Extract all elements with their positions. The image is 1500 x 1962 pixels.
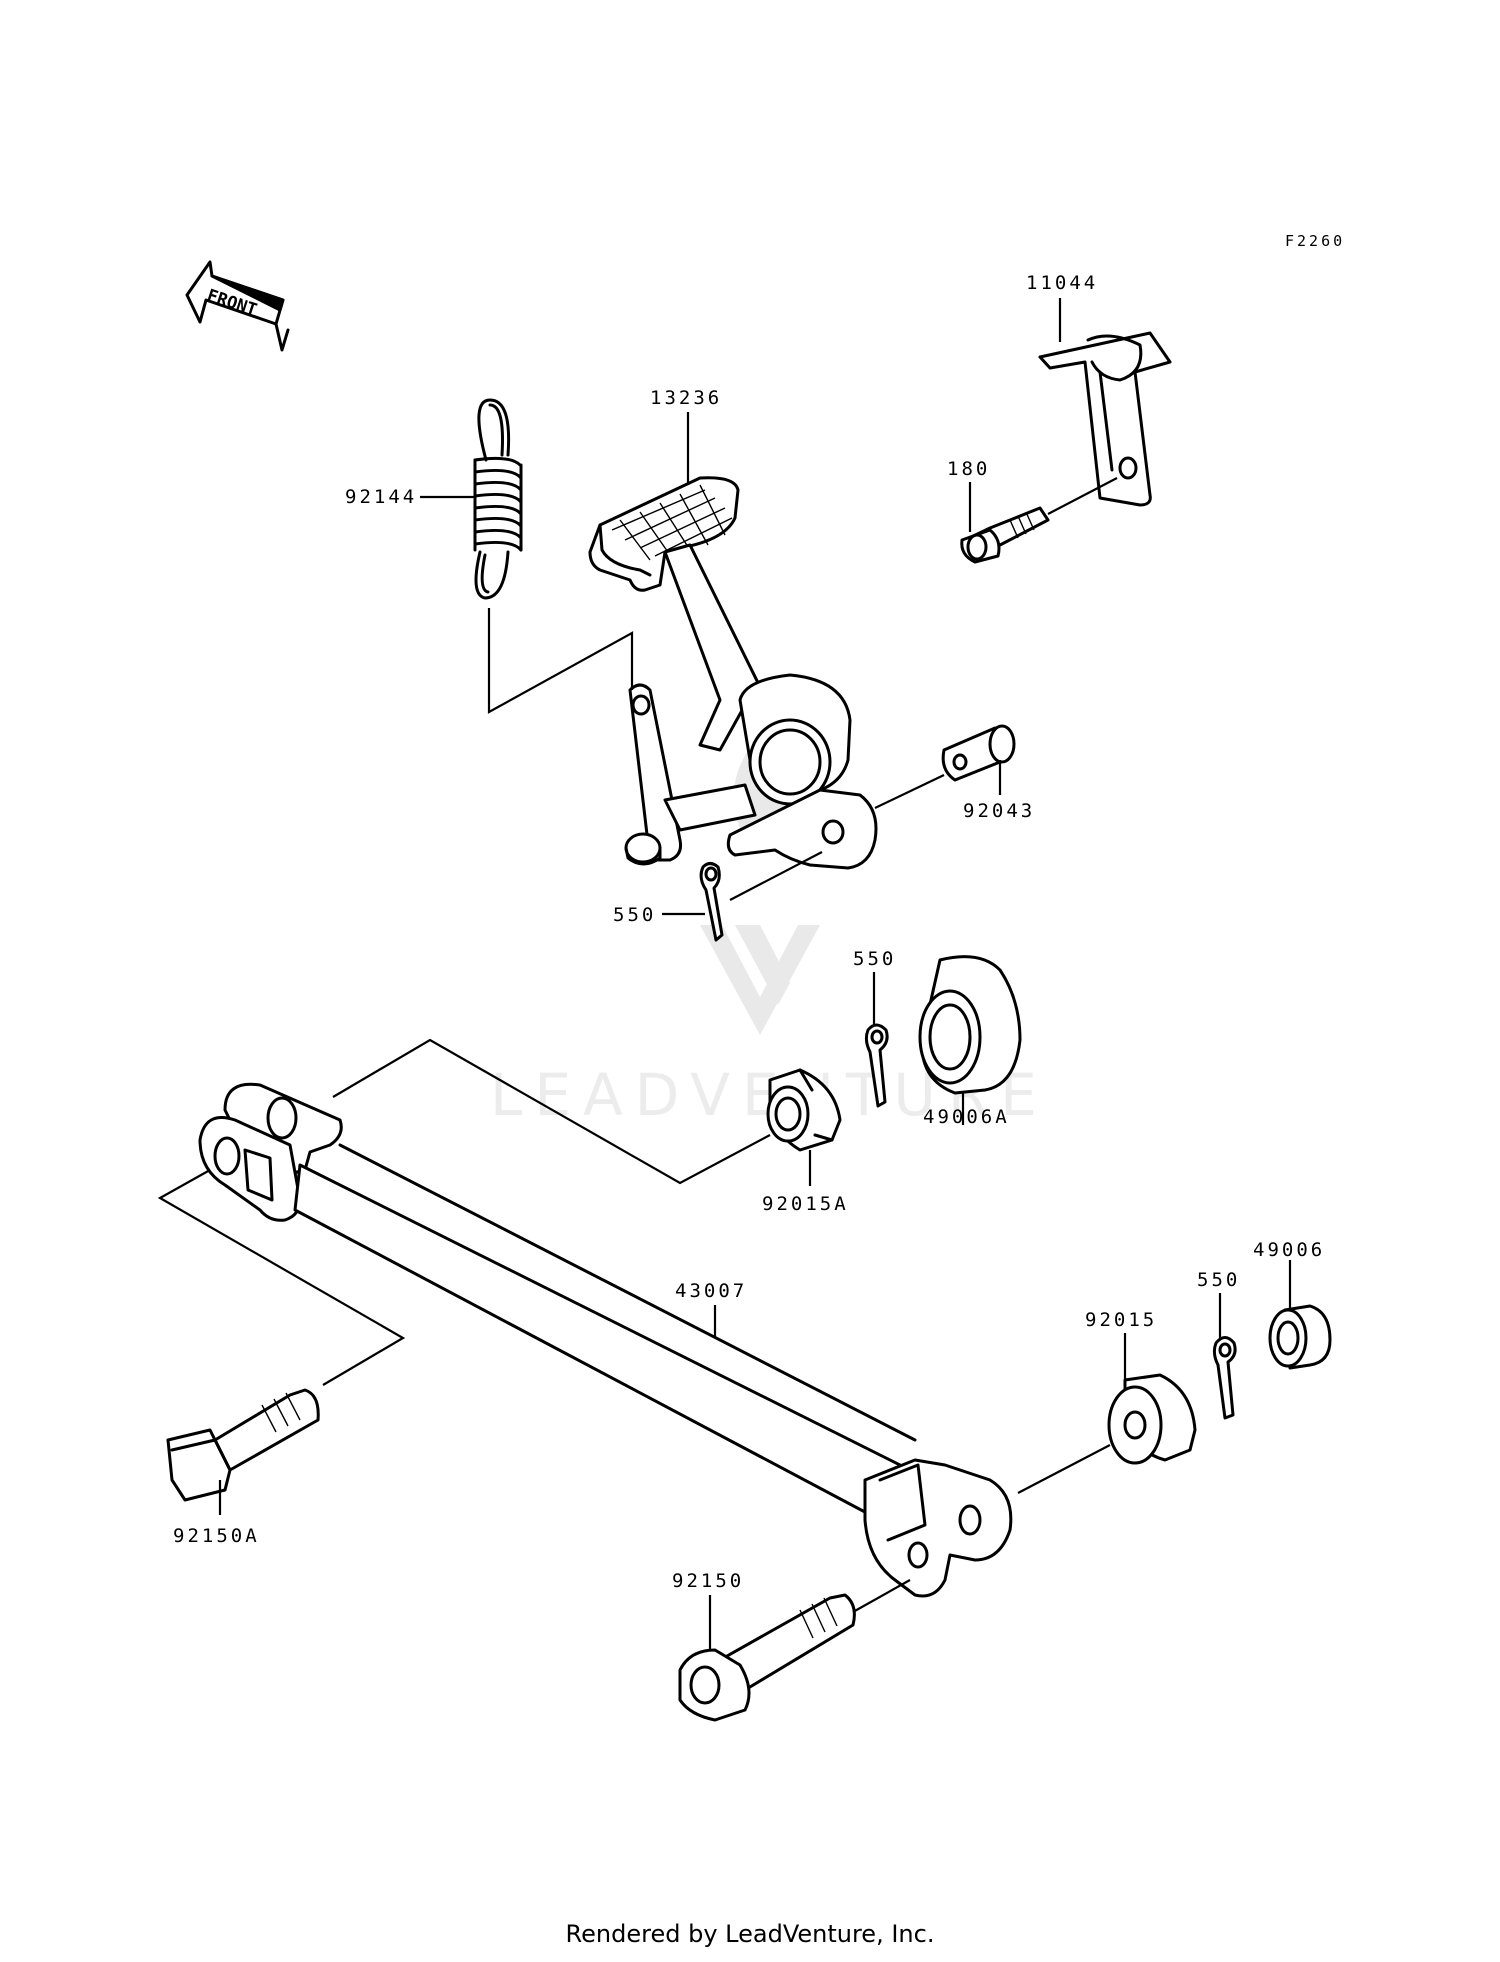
spring-leader-line [487, 608, 634, 714]
part-label-92150: 92150 [672, 1570, 744, 1592]
part-label-49006a: 49006A [923, 1106, 1010, 1128]
brake-pedal-13236-part [588, 476, 878, 870]
cotter-pin-550-lower-part [1212, 1336, 1237, 1420]
spring-92144-part [473, 398, 523, 600]
part-label-92015: 92015 [1085, 1309, 1157, 1331]
footer-credit: Rendered by LeadVenture, Inc. [565, 1920, 935, 1948]
part-label-92150a: 92150A [173, 1525, 260, 1547]
part-label-13236: 13236 [650, 387, 722, 409]
part-label-43007: 43007 [675, 1280, 747, 1302]
bolt-180-part [960, 477, 1118, 564]
rod-43007-part [198, 1082, 1013, 1598]
pin-92043-part [874, 724, 1016, 809]
clevis-nut-leader-line [332, 1038, 771, 1185]
bracket-11044-part [1038, 331, 1172, 507]
cotter-pin-550-middle-part [864, 1023, 889, 1108]
part-label-49006: 49006 [1253, 1239, 1325, 1261]
front-arrow-icon: FRONT [185, 260, 290, 352]
part-label-92043: 92043 [963, 800, 1035, 822]
part-label-550-middle: 550 [853, 948, 896, 970]
diagram-code: F2260 [1285, 232, 1345, 250]
part-label-11044: 11044 [1026, 272, 1098, 294]
nut-92015a-part [766, 1068, 842, 1152]
bolt-92150a-leader-line [157, 1169, 406, 1386]
label-leader-lines [218, 298, 1292, 1650]
part-label-550-lower: 550 [1197, 1269, 1240, 1291]
part-label-92015a: 92015A [762, 1193, 849, 1215]
bolt-92150a-part [166, 1388, 320, 1502]
cotter-pin-550-upper-part [699, 851, 823, 942]
nut-92015-part [1017, 1373, 1197, 1494]
bolt-92150-part [678, 1579, 911, 1722]
collar-49006-part [1268, 1304, 1332, 1370]
part-label-550-upper: 550 [613, 904, 656, 926]
collar-49006a-part [918, 955, 1022, 1095]
part-label-180: 180 [947, 458, 990, 480]
part-label-92144: 92144 [345, 486, 417, 508]
